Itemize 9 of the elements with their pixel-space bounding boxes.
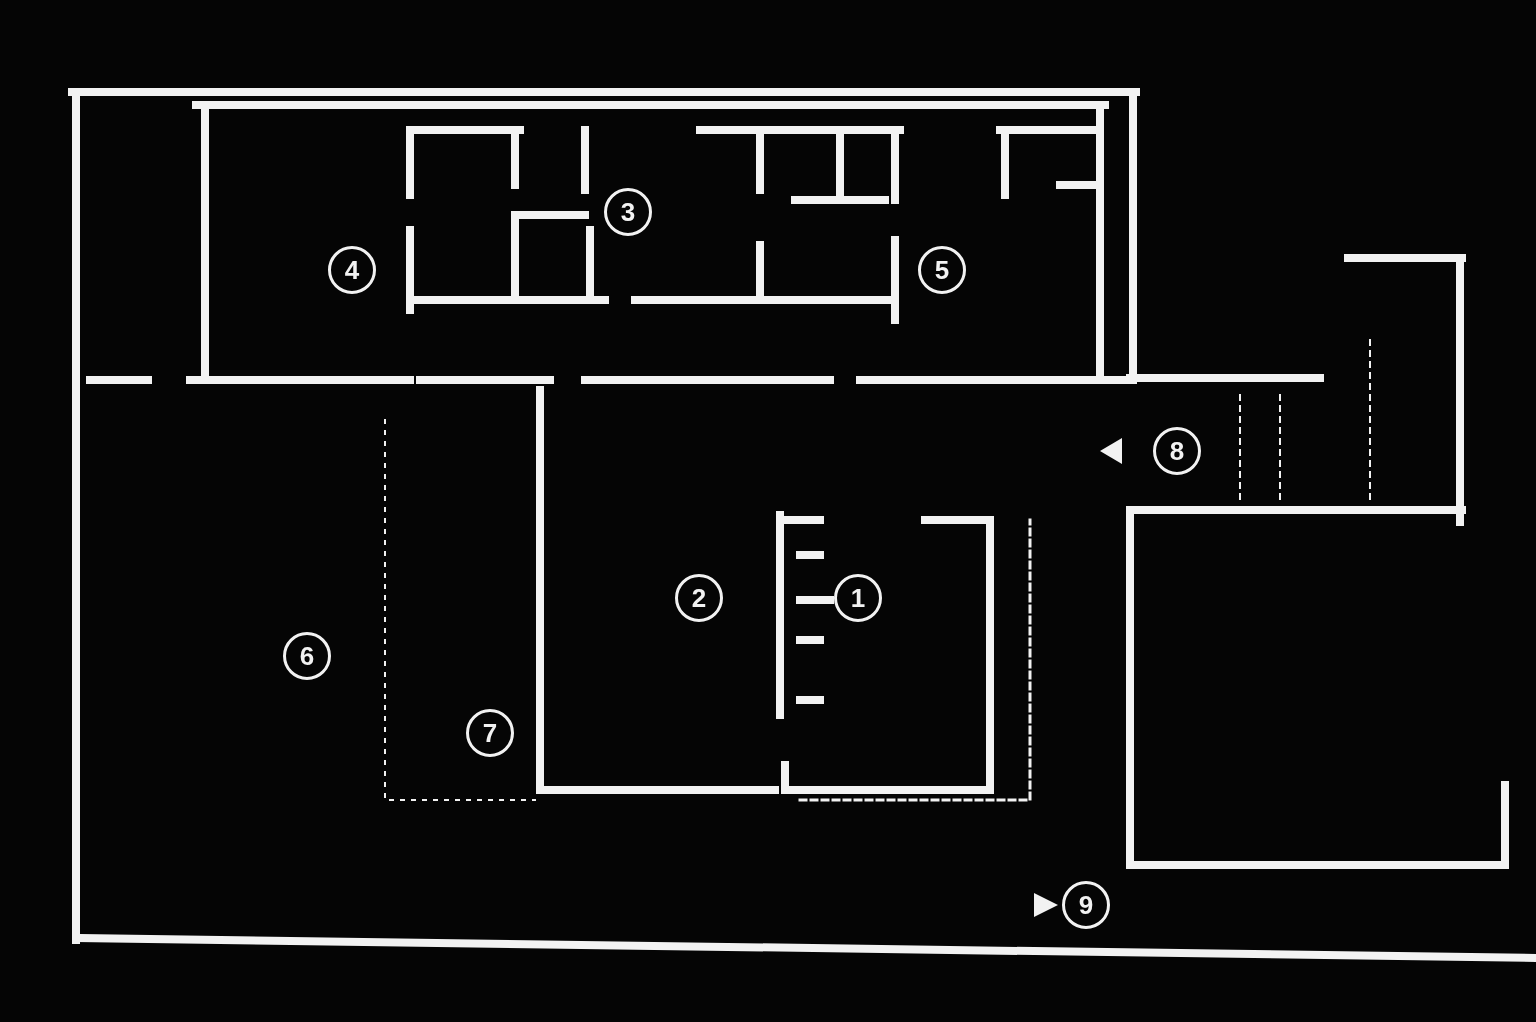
callout-number: 9: [1062, 881, 1110, 929]
callout-number: 5: [918, 246, 966, 294]
callout-number: 1: [834, 574, 882, 622]
callout-number: 7: [466, 709, 514, 757]
callout-number: 2: [675, 574, 723, 622]
callout-number: 6: [283, 632, 331, 680]
callout-number: 3: [604, 188, 652, 236]
callout-number: 4: [328, 246, 376, 294]
callout-number: 8: [1153, 427, 1201, 475]
